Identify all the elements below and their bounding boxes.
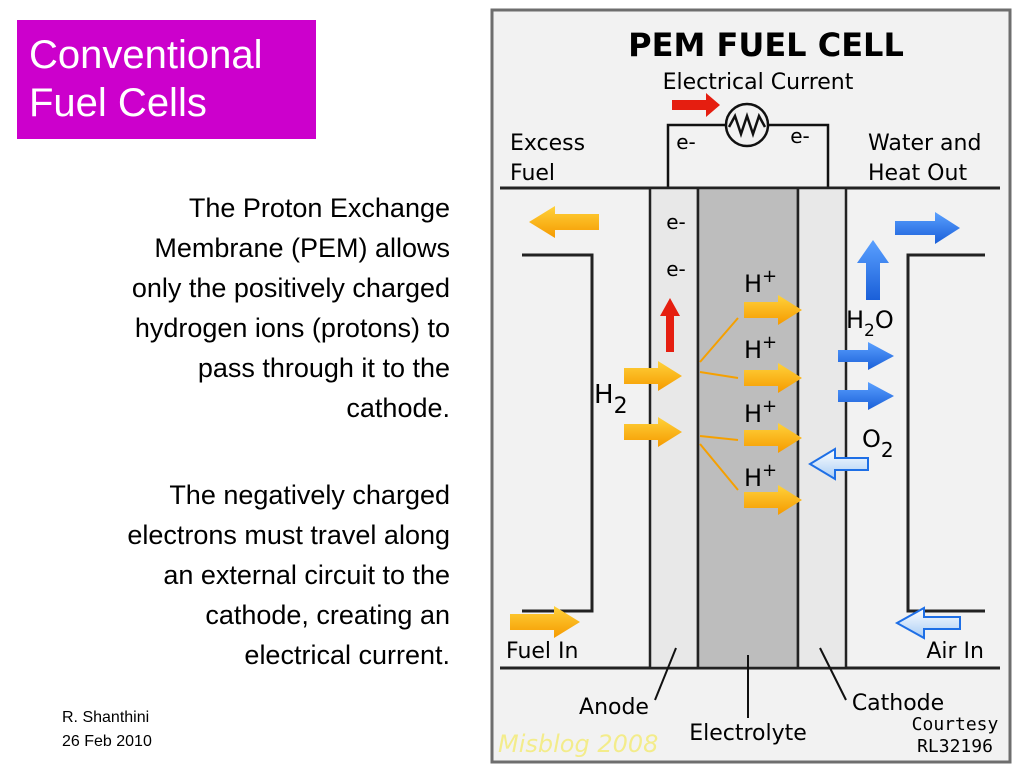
- slide-title-line-1: Conventional: [29, 33, 263, 77]
- paragraph-line: cathode.: [346, 393, 450, 423]
- diagram-title: PEM FUEL CELL: [628, 26, 904, 64]
- proton-arrow-1-icon: [744, 295, 802, 325]
- electron-up-arrow-icon: [660, 298, 680, 352]
- h2-arrow-lower-icon: [624, 417, 682, 447]
- proton-label-1: H+: [744, 266, 777, 298]
- excess-fuel-label-line-1: Excess: [510, 131, 585, 156]
- courtesy-line-2: RL32196: [917, 736, 993, 757]
- paragraph-line: an external circuit to the: [163, 560, 450, 590]
- hydrogen-label: H2: [594, 380, 628, 419]
- proton-label-2: H+: [744, 332, 777, 364]
- fuel-in-label: Fuel In: [506, 639, 578, 664]
- circuit-electron-left: e-: [676, 130, 696, 154]
- paragraph-pem: The Proton Exchange Membrane (PEM) allow…: [132, 188, 450, 428]
- slide-title-line-2: Fuel Cells: [29, 81, 207, 125]
- current-arrow-icon: [672, 93, 720, 117]
- proton-label-3: H+: [744, 396, 777, 428]
- anode-label: Anode: [579, 695, 649, 720]
- air-in-label: Air In: [926, 639, 984, 664]
- footer-author: R. Shanthini: [62, 709, 150, 726]
- proton-label-4: H+: [744, 460, 777, 492]
- water-label: H2O: [846, 306, 894, 341]
- cathode-label: Cathode: [852, 691, 944, 716]
- anode-electron-1: e-: [666, 210, 686, 234]
- excess-fuel-arrow-icon: [529, 206, 599, 238]
- paragraph-line: pass through it to the: [197, 353, 450, 383]
- paragraph-line: Membrane (PEM) allows: [154, 233, 450, 263]
- zigzag-icon: [727, 112, 767, 138]
- paragraph-line: cathode, creating an: [205, 600, 450, 630]
- h2-arrow-upper-icon: [624, 361, 682, 391]
- orange-arrows: [510, 206, 802, 638]
- paragraph-line: only the positively charged: [131, 273, 450, 303]
- paragraph-line: The Proton Exchange: [188, 193, 450, 223]
- cathode-channel-wall: [906, 253, 985, 613]
- anode-pointer-line: [654, 647, 677, 701]
- slide-title-box: Conventional Fuel Cells: [17, 20, 316, 139]
- water-out-arrow-2-icon: [838, 382, 894, 410]
- electrolyte-label: Electrolyte: [689, 721, 807, 746]
- water-heat-label-line-2: Heat Out: [868, 161, 967, 186]
- water-up-arrow-icon: [857, 240, 889, 300]
- diagram-frame: [490, 8, 1012, 764]
- fuel-in-arrow-icon: [510, 606, 580, 638]
- proton-arrow-2-icon: [744, 363, 802, 393]
- paragraph-line: electrons must travel along: [127, 520, 450, 550]
- footer-date: 26 Feb 2010: [62, 733, 152, 750]
- load-resistor-icon: [724, 102, 770, 148]
- proton-arrow-4-icon: [744, 485, 802, 515]
- oxygen-label: O2: [862, 425, 894, 462]
- paragraph-electrons: The negatively charged electrons must tr…: [127, 475, 450, 675]
- paragraph-line: electrical current.: [244, 640, 450, 670]
- blue-arrows: [838, 212, 960, 410]
- cathode-pointer-line: [819, 647, 847, 701]
- circuit-electron-right: e-: [790, 124, 810, 148]
- cathode-plate: [796, 186, 848, 670]
- air-in-arrow-icon: [894, 606, 961, 640]
- courtesy-line-1: Courtesy: [912, 714, 999, 735]
- oxygen-in-arrow-icon: [808, 447, 869, 481]
- water-heat-label-line-1: Water and: [868, 131, 981, 156]
- water-out-arrow-1-icon: [838, 342, 894, 370]
- water-heat-out-arrow-icon: [895, 212, 960, 244]
- proton-arrow-3-icon: [744, 423, 802, 453]
- anode-electron-2: e-: [666, 257, 686, 281]
- proton-paths: [699, 317, 739, 491]
- excess-fuel-label-line-2: Fuel: [510, 161, 555, 186]
- paragraph-line: hydrogen ions (protons) to: [134, 313, 450, 343]
- paragraph-line: The negatively charged: [169, 480, 450, 510]
- diagram-subtitle: Electrical Current: [663, 70, 854, 95]
- watermark-text: Misblog 2008: [498, 730, 658, 758]
